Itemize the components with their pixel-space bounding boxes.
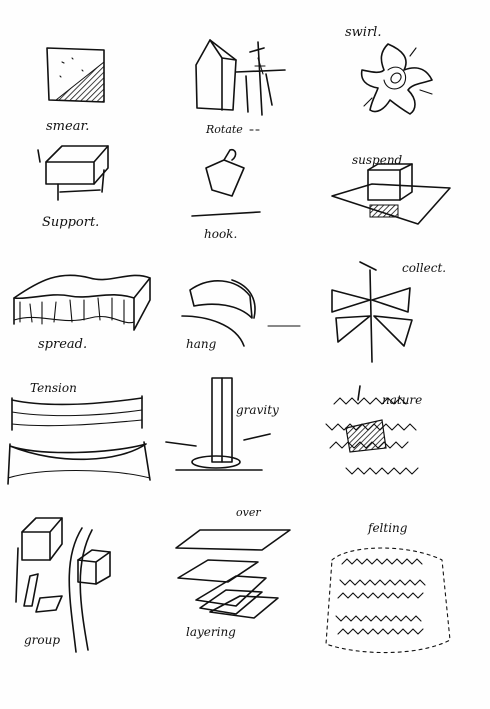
label-support: Support.: [42, 215, 99, 230]
label-hang: hang: [186, 337, 217, 351]
group-sketch: group: [15, 517, 111, 653]
label-gravity: gravity: [236, 403, 279, 417]
label-hook: hook.: [204, 227, 237, 241]
label-tension: Tension: [30, 381, 77, 395]
tension-sketch: Tension: [7, 381, 151, 485]
swirl-sketch: swirl.: [345, 25, 433, 115]
smear-sketch: smear.: [46, 47, 105, 134]
collect-sketch: collect.: [331, 261, 446, 363]
spread-sketch: spread.: [13, 274, 151, 352]
label-nature: nature: [382, 393, 422, 407]
nature-sketch: nature: [325, 385, 422, 475]
label-over: over: [236, 506, 261, 519]
label-swirl: swirl.: [345, 25, 381, 40]
label-collect: collect.: [402, 261, 446, 275]
label-felting: felting: [367, 521, 408, 535]
label-rotate: Rotate: [205, 123, 243, 136]
hook-sketch: hook.: [191, 148, 261, 241]
hang-sketch: hang: [181, 279, 301, 351]
label-layering: layering: [186, 625, 236, 639]
label-spread: spread.: [38, 337, 87, 352]
label-group: group: [24, 633, 60, 647]
support-sketch: Support.: [37, 145, 109, 230]
rotate-sketch: Rotate: [195, 39, 286, 136]
suspend-sketch: suspend: [331, 153, 451, 225]
felting-sketch: felting: [325, 521, 451, 654]
gravity-sketch: gravity: [165, 377, 279, 471]
label-suspend: suspend: [352, 153, 403, 167]
layering-sketch: layering over: [175, 506, 291, 639]
label-smear: smear.: [46, 119, 89, 134]
